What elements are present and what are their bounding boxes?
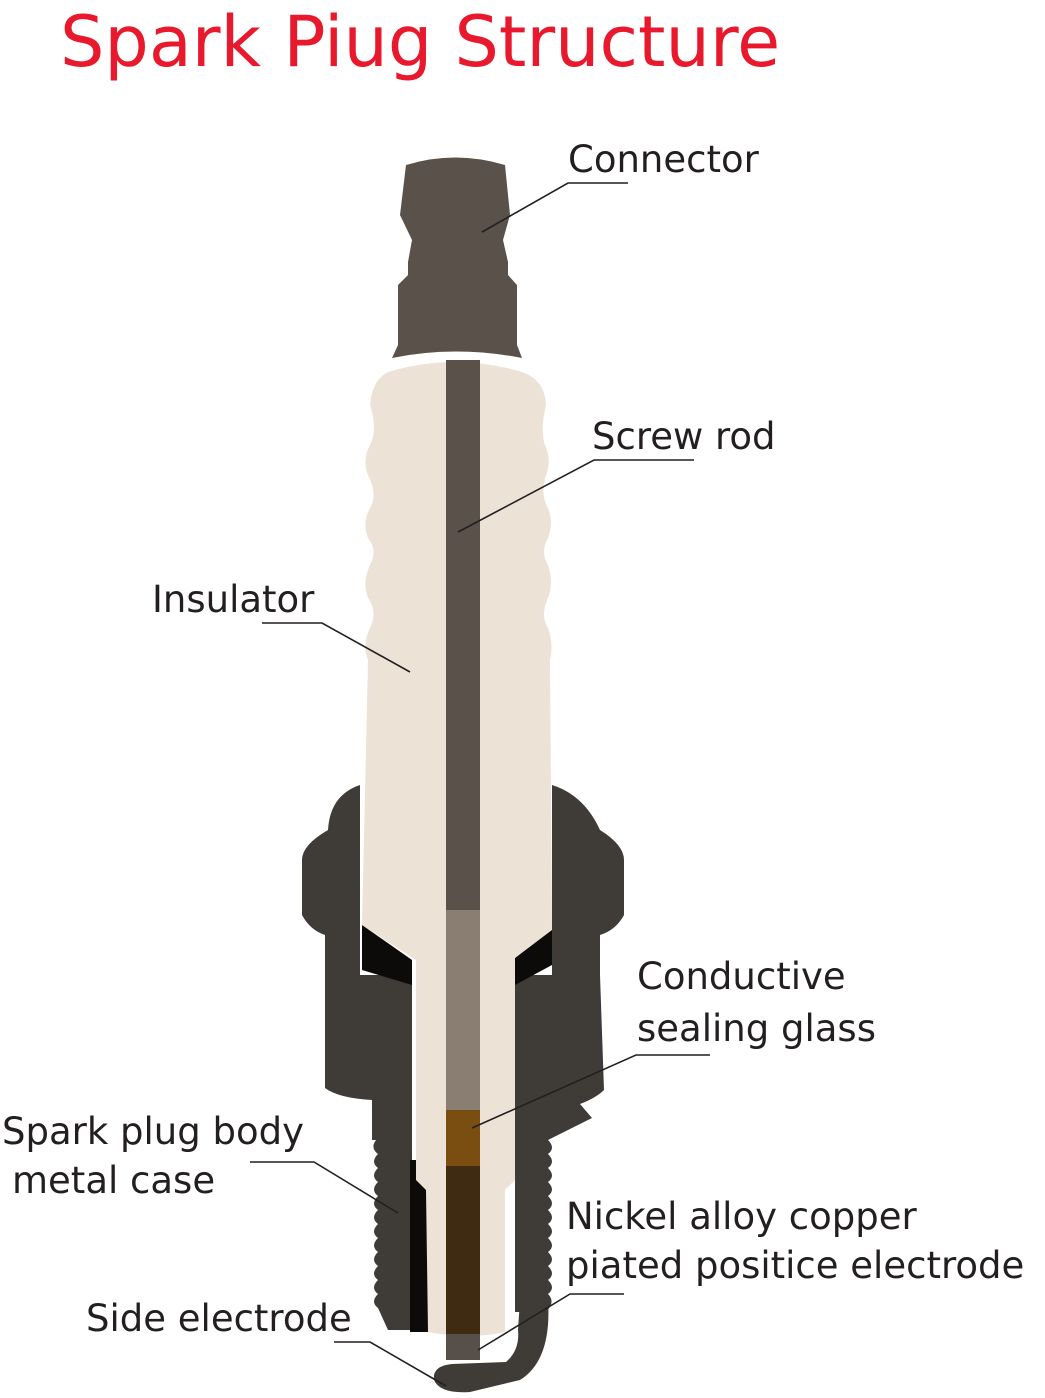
spark-plug-illustration: [302, 157, 624, 1393]
center-electrode: [446, 1166, 480, 1334]
electrode-tip: [446, 1334, 480, 1360]
insulator-label: Insulator: [152, 578, 315, 621]
side-electrode-label: Side electrode: [86, 1297, 352, 1340]
label-screw-rod: Screw rod: [457, 415, 776, 533]
electrode-label-line2: piated positice electrode: [566, 1244, 1024, 1287]
screw-rod: [446, 360, 480, 910]
side-electrode-leader: [334, 1341, 447, 1387]
side-electrode: [433, 1300, 549, 1393]
sealing-glass-label-line1: Conductive: [637, 955, 846, 998]
screw-rod-leader: [457, 459, 694, 533]
body-label-line1: Spark plug body: [2, 1110, 304, 1153]
body-label-line2: metal case: [12, 1159, 215, 1202]
label-body: Spark plug body metal case: [2, 1110, 399, 1214]
body-leader: [250, 1161, 399, 1214]
connector-label: Connector: [568, 138, 760, 181]
connector-leader: [481, 182, 628, 233]
threads-left: [373, 1140, 412, 1330]
page-title: Spark Piug Structure: [60, 1, 780, 83]
connector-cap: [392, 157, 522, 358]
sealing-glass-label-line2: sealing glass: [637, 1007, 876, 1050]
insulator-leader: [262, 622, 411, 673]
hex-nut: [302, 785, 624, 975]
sealing-glass: [446, 910, 480, 1110]
case-inner-gap: [410, 1160, 428, 1332]
label-sealing-glass: Conductive sealing glass: [471, 955, 876, 1129]
copper-seal: [446, 1110, 480, 1166]
metal-case: [325, 975, 604, 1140]
sealing-glass-leader: [471, 1054, 710, 1129]
label-electrode: Nickel alloy copper piated positice elec…: [477, 1195, 1024, 1351]
label-insulator: Insulator: [152, 578, 411, 673]
screw-rod-label: Screw rod: [592, 415, 776, 458]
crimp-seal: [362, 925, 552, 985]
threads-right: [515, 1140, 552, 1312]
label-connector: Connector: [481, 138, 760, 233]
electrode-leader: [477, 1293, 624, 1351]
electrode-label-line1: Nickel alloy copper: [566, 1195, 917, 1238]
label-side-electrode: Side electrode: [86, 1297, 447, 1387]
